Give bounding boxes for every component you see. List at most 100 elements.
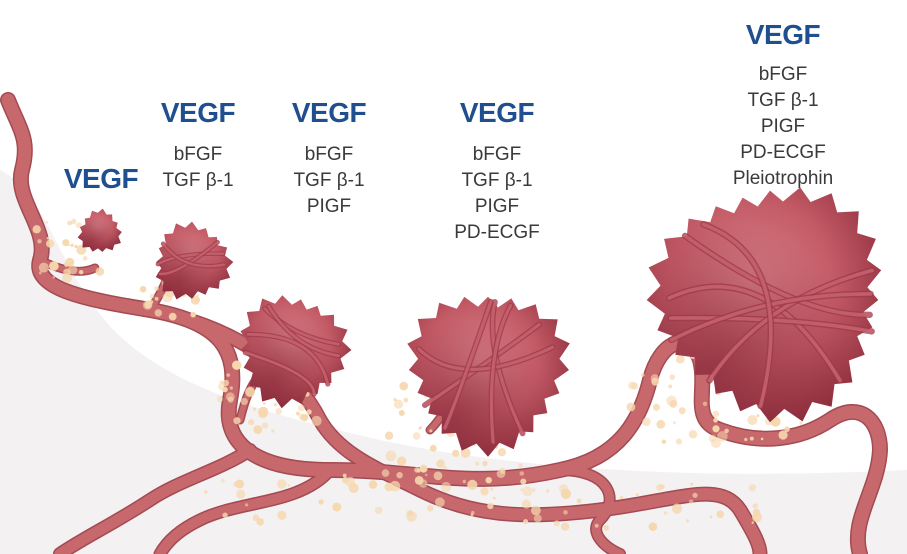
particle [560,522,570,531]
particle [545,489,550,493]
stage-4-label: VEGF bFGF TGF β-1 PIGF PD-ECGF [454,98,540,246]
particle [342,477,349,484]
particle [222,512,228,518]
particle [79,270,84,275]
factor-label: bFGF [472,144,522,165]
particle [204,490,208,494]
particle [523,519,529,525]
particle [688,499,694,505]
vegf-label: VEGF [745,19,821,50]
vegf-label: VEGF [160,97,236,128]
tumor-shading [77,208,122,252]
particle [419,464,428,473]
particle [748,484,757,492]
stage-2-label: VEGF bFGF TGF β-1 [160,97,236,194]
particle [429,444,437,452]
particle [744,437,748,442]
factor-label: Pleiotrophin [732,168,834,189]
tumor-vessel-highlight [667,284,842,383]
particle [397,456,407,466]
factor-label: PD-ECGF [454,222,540,243]
particle [311,415,322,426]
particle [332,502,342,512]
particle [301,414,309,422]
particle [666,395,677,407]
particle [190,311,196,318]
particle [419,479,428,488]
particle [71,218,77,224]
particle [385,450,397,462]
particle [398,410,405,416]
particle [149,293,155,299]
particle [443,466,447,470]
particle [661,439,667,444]
particle [641,373,645,377]
particle [233,417,241,425]
particle [216,396,224,403]
particle [82,256,88,261]
particle [427,504,434,512]
particle [462,479,466,484]
factor-label: PIGF [306,196,352,217]
particle [669,374,675,381]
particle [559,484,569,493]
particle [671,503,683,514]
particle [493,496,496,500]
particle [263,402,266,405]
particle [532,488,536,492]
particle [520,488,524,492]
particle [626,402,636,412]
particle [784,426,790,432]
particle [67,265,78,275]
tumor-vessel-highlight [707,268,874,383]
particle [342,473,347,478]
particle [628,381,637,390]
particle [471,510,475,515]
blood-vessel [54,444,256,554]
particle [650,374,659,383]
particle [273,403,278,407]
particle [245,387,256,397]
particle [482,460,488,467]
particle [799,421,803,425]
particle [429,429,433,433]
particle [139,286,147,293]
particle [220,478,225,483]
particle [261,422,269,429]
tumor-vessels [155,221,876,445]
particle [518,463,523,468]
particle [168,312,177,321]
particle [603,525,610,531]
factor-label: TGF β-1 [461,170,533,191]
particle [162,292,173,303]
particle [389,480,401,492]
particle [553,520,560,527]
particle [412,432,421,440]
particle [37,239,42,244]
particle [67,220,72,226]
particle [399,381,409,391]
particle [619,495,624,500]
particle [318,499,324,505]
tumor-vessel-highlight [417,345,555,371]
particle [38,262,49,273]
particle [275,408,282,415]
stage-1-label: VEGF [64,164,139,194]
particle [656,484,663,491]
particle [144,301,152,309]
particle [675,438,683,445]
tumor-vessel-highlight [246,332,330,386]
blood-vessel [155,465,335,554]
particle [195,297,201,303]
particle [749,436,754,441]
particle [222,379,229,387]
tumor-vessel-highlight [701,222,773,408]
factor-label: TGF β-1 [747,90,819,111]
particle [642,417,651,427]
particle [70,243,74,247]
particle [531,505,541,516]
particle [716,510,725,519]
particle [277,510,287,520]
blood-vessels [0,92,888,554]
